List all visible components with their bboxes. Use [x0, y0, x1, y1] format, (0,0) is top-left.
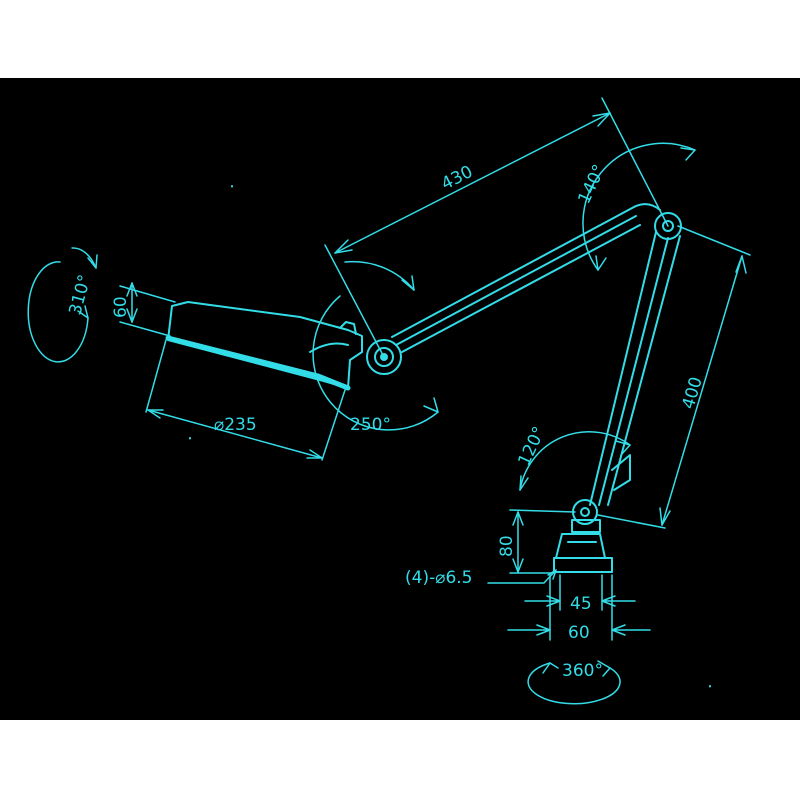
arc-rotation-base: [527, 660, 621, 705]
label-250: 250°: [350, 415, 391, 435]
label-60-base: 60: [568, 623, 590, 643]
upper-arm: [391, 203, 661, 353]
dim-base-height: [512, 511, 524, 573]
drawing-background: [0, 78, 800, 720]
dim-lower-arm-length: [659, 255, 747, 526]
label-mount-holes: (4)-⌀6.5: [405, 568, 473, 588]
lower-arm: [589, 231, 681, 506]
base-block: [553, 533, 613, 573]
arc-angle-elbow: [582, 142, 696, 271]
label-235: ⌀235: [214, 415, 257, 435]
lamp-technical-drawing: 430 400 140° 250° 310° 60 ⌀235 120° 80 (…: [0, 78, 800, 720]
label-60-shade: 60: [111, 296, 131, 318]
dim-base-inner-width: [524, 595, 636, 607]
label-80: 80: [497, 535, 517, 557]
construction-lines: [119, 97, 751, 641]
dim-upper-arm-length: [334, 112, 611, 254]
label-360: 360°: [562, 661, 603, 681]
arc-angle-head: [312, 260, 439, 431]
dim-base-outer-width: [507, 624, 651, 636]
arc-rotation-shade: [27, 247, 98, 363]
arc-angle-base-joint: [519, 431, 631, 491]
dim-shade-diameter: [147, 409, 323, 459]
drawing-dots: [189, 185, 711, 688]
dim-mount-holes-leader: [487, 569, 557, 584]
base-joint: [571, 499, 601, 533]
dim-shade-height: [126, 282, 138, 323]
label-45: 45: [570, 594, 592, 614]
